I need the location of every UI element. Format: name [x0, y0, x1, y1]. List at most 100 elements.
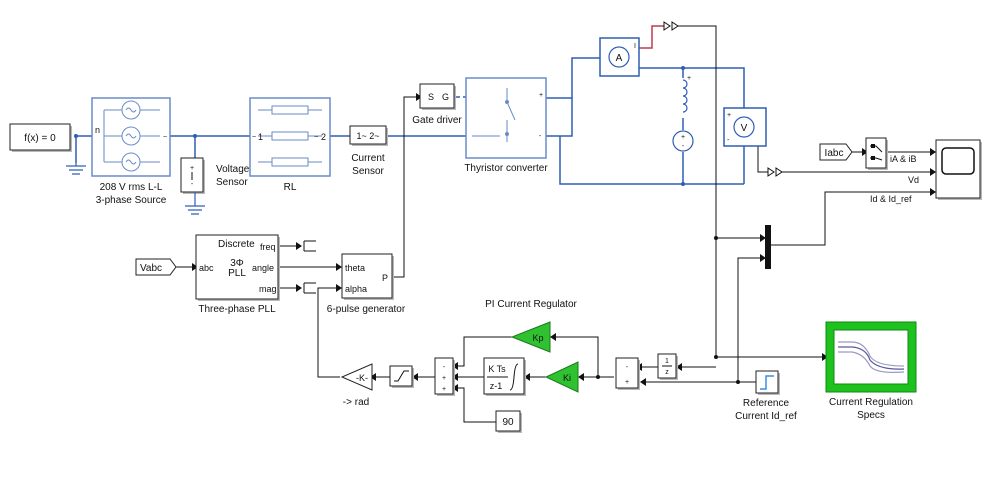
svg-text:-: - [443, 364, 446, 371]
svg-text:+: + [681, 134, 685, 141]
pll-label: Three-phase PLL [198, 304, 276, 315]
rad-label: -> rad [343, 397, 369, 408]
dc-source-icon: + - [672, 130, 694, 152]
six-pulse-generator[interactable]: theta alpha P [341, 253, 394, 300]
current-sensor-label-1: Current [351, 153, 385, 164]
svg-text:-: - [727, 137, 730, 144]
pll-freq-port: freq [260, 242, 276, 252]
three-phase-source[interactable]: n ~ [91, 97, 171, 177]
pulse-p-port: P [382, 273, 388, 283]
voltage-sensor-label-1: Voltage [216, 164, 250, 175]
saturation-block[interactable] [389, 365, 414, 388]
svg-text:-: - [191, 181, 194, 188]
reference-step[interactable] [755, 370, 780, 395]
pulse-label: 6-pulse generator [327, 304, 406, 315]
three-phase-pll[interactable]: Discrete freq abc 3Φ PLL angle mag [195, 234, 280, 301]
voltage-sensor[interactable]: + - [180, 157, 205, 194]
integrator-top: K Ts [488, 364, 506, 374]
constant-90-text: 90 [502, 417, 514, 428]
rad-gain-text: -K- [356, 373, 368, 383]
electrical-wiring [74, 57, 745, 186]
pll-3phi: 3Φ [230, 258, 244, 269]
ammeter-block[interactable]: A I [599, 37, 640, 77]
unit-delay[interactable]: 1 z [657, 353, 678, 380]
pll-abc-port: abc [199, 263, 214, 273]
fx-zero-text: f(x) = 0 [24, 133, 56, 144]
specs-label-1: Current Regulation [829, 397, 913, 408]
thyristor-label: Thyristor converter [464, 163, 548, 174]
rad-gain[interactable]: -K- [340, 363, 373, 391]
voltage-sensor-label-2: Sensor [216, 177, 248, 188]
svg-text:+: + [727, 112, 731, 119]
rl-port-1: 1 [258, 132, 263, 142]
svg-text:~: ~ [252, 134, 256, 141]
pll-discrete: Discrete [218, 239, 255, 250]
svg-text:+: + [539, 92, 543, 99]
sum-error[interactable]: - + [615, 357, 640, 390]
ground-icon [185, 192, 205, 215]
svg-text:-: - [539, 133, 542, 140]
ki-text: Ki [563, 373, 571, 383]
reference-label-1: Reference [743, 398, 790, 409]
iabc-tag-text: Iabc [825, 148, 844, 159]
svg-text:-: - [682, 143, 685, 150]
scope-input-2: Vd [908, 175, 919, 185]
constant-90[interactable]: 90 [495, 410, 522, 433]
selector-block[interactable] [865, 137, 888, 170]
current-sensor-label-2: Sensor [352, 166, 384, 177]
delay-num: 1 [665, 358, 669, 365]
inductor-icon: + [682, 75, 691, 113]
voltmeter-text: V [741, 123, 748, 134]
vabc-from-tag[interactable]: Vabc [135, 258, 177, 276]
ammeter-text: A [616, 53, 623, 64]
svg-text:+: + [625, 379, 629, 386]
rl-block[interactable]: ~ 1 ~ 2 [249, 97, 331, 177]
delay-den: z [665, 369, 669, 376]
gate-driver-g: G [442, 92, 449, 102]
kp-gain[interactable]: Kp [510, 321, 551, 353]
svg-text:~: ~ [163, 134, 167, 141]
step-icon [760, 375, 774, 390]
integrator-bottom: z-1 [490, 381, 503, 391]
voltmeter-block[interactable]: V + - [723, 107, 767, 147]
source-label-2: 3-phase Source [96, 195, 167, 206]
scope-input-3: Id & Id_ref [870, 194, 912, 204]
svg-text:+: + [442, 375, 446, 382]
pulse-theta-port: theta [345, 263, 365, 273]
svg-text:~: ~ [314, 134, 318, 141]
signal-wiring [176, 21, 936, 423]
svg-text:+: + [190, 165, 194, 172]
discrete-integrator[interactable]: K Ts z-1 [483, 357, 526, 396]
svg-text:+: + [687, 75, 691, 82]
gate-driver-s: S [428, 92, 434, 102]
specs-label-2: Specs [857, 410, 885, 421]
svg-text:I: I [634, 43, 636, 50]
svg-text:+: + [442, 386, 446, 393]
scope-block[interactable] [935, 139, 982, 200]
mux-block[interactable] [765, 225, 771, 269]
rl-port-2: 2 [321, 132, 326, 142]
current-sensor-text: 1~ 2~ [356, 131, 379, 141]
vabc-tag-text: Vabc [140, 263, 162, 274]
pll-mag-port: mag [259, 284, 277, 294]
thyristor-converter[interactable]: + - [465, 77, 547, 159]
fx-zero-block[interactable]: f(x) = 0 [9, 123, 72, 152]
rl-label: RL [284, 182, 297, 193]
scope-input-1: iA & iB [890, 154, 917, 164]
ground-icon [66, 163, 86, 175]
pi-title: PI Current Regulator [485, 299, 577, 310]
ki-gain[interactable]: Ki [544, 361, 579, 393]
gate-driver[interactable]: S G [419, 83, 456, 110]
pulse-alpha-port: alpha [345, 284, 367, 294]
iabc-goto-tag[interactable]: Iabc [819, 143, 853, 161]
svg-text:-: - [626, 364, 629, 371]
current-sensor[interactable]: 1~ 2~ [349, 125, 388, 146]
scope-screen-icon [941, 147, 975, 175]
pll-angle-port: angle [252, 263, 274, 273]
source-label-1: 208 V rms L-L [100, 182, 163, 193]
sum-regulator[interactable]: - + + [434, 357, 455, 396]
current-regulation-specs[interactable] [825, 321, 917, 393]
reference-label-2: Current Id_ref [735, 411, 797, 422]
